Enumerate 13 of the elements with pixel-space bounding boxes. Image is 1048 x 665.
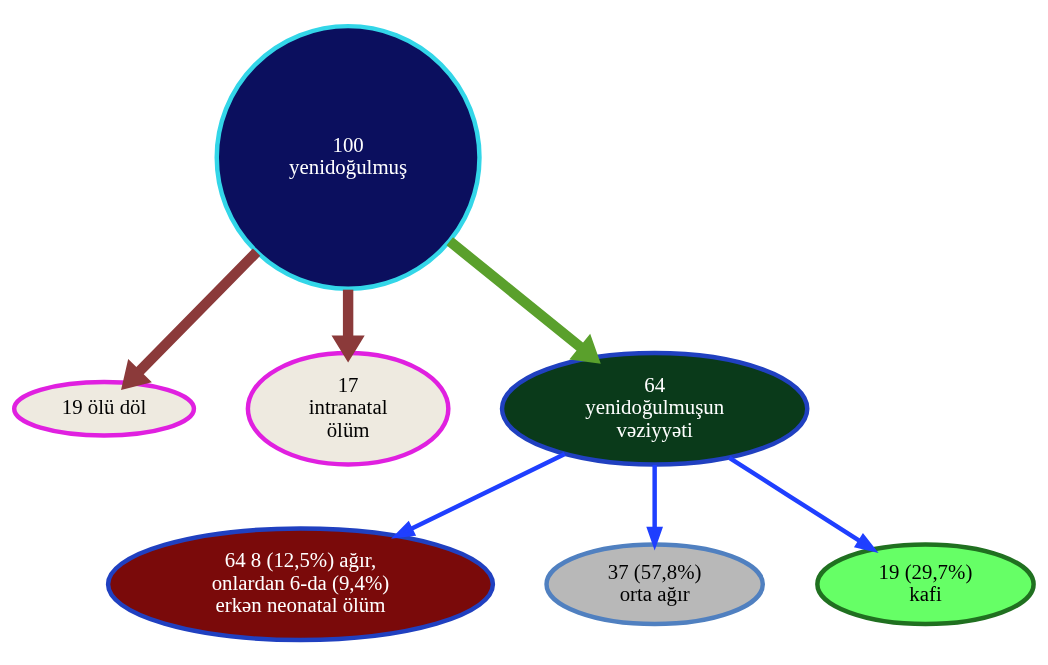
node-circle: 100 yenidoğulmuş [214,23,482,291]
arrow [121,247,261,390]
node-ellipse: 64 8 (12,5%) ağır, onlardan 6-da (9,4%) erkən neonatal ölüm [105,525,496,642]
node-ellipse: 64 yenidoğulmuşun vəziyyəti [499,350,810,467]
arrow [331,289,365,363]
node-ellipse: 17 intranatal ölüm [245,350,451,467]
node-ellipse: 19 ölü döl [11,379,197,438]
arrow [446,236,601,364]
node-ellipse: 19 (29,7%) kafi [815,541,1036,626]
arrow [391,451,566,539]
arrow [728,455,879,553]
arrow [646,464,663,551]
node-ellipse: 37 (57,8%) orta ağır [544,541,765,626]
